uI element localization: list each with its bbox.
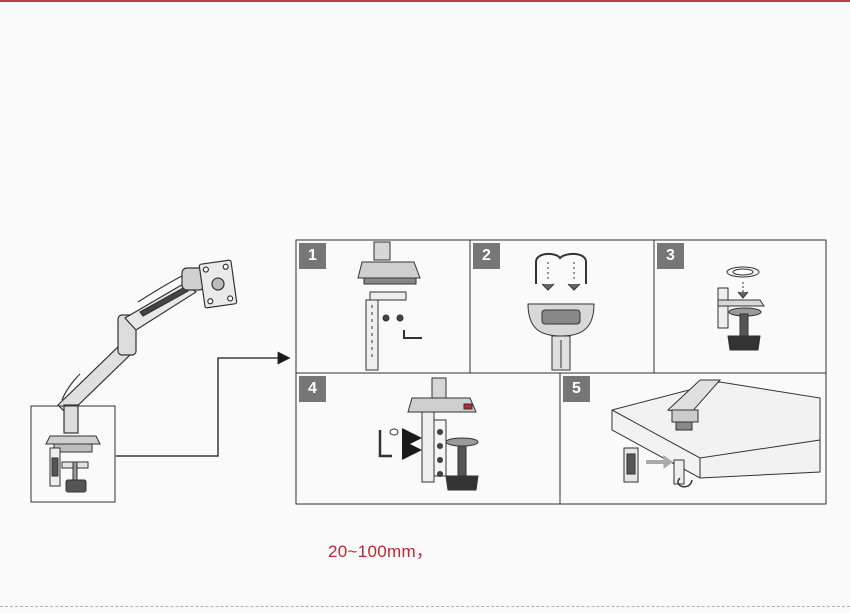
connector-arrow [116, 351, 291, 457]
step-2-illustration [527, 252, 595, 371]
step-5-illustration [611, 379, 821, 488]
clamp-inset-box [30, 405, 116, 503]
step-panels-grid [295, 239, 827, 505]
bottom-divider [0, 606, 850, 607]
monitor-arm-illustration [57, 259, 238, 434]
step-1-badge: 1 [299, 243, 326, 269]
step-3-illustration [717, 266, 765, 351]
step-2-badge: 2 [473, 243, 500, 269]
step-3-badge: 3 [657, 243, 684, 269]
step-1-illustration [357, 241, 422, 371]
step-4-illustration [378, 377, 479, 491]
step-5-badge: 5 [563, 376, 590, 402]
step-4-badge: 4 [299, 376, 326, 402]
clamp-range-caption: 20~100mm， [328, 542, 434, 561]
top-rule [0, 0, 850, 2]
